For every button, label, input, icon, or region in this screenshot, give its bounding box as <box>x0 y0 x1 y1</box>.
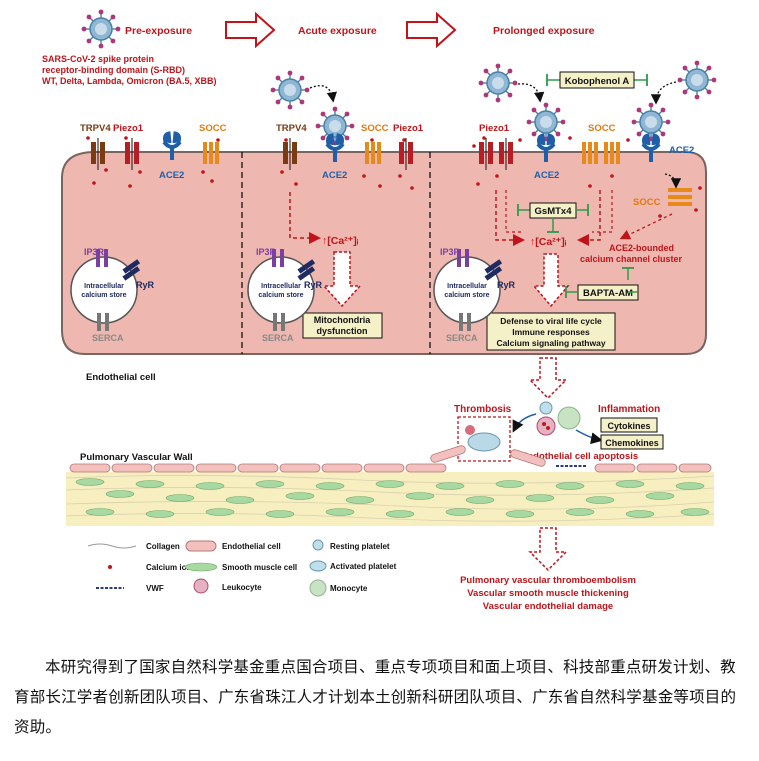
ace2-label: ACE2 <box>534 170 559 181</box>
outcome-line2: Vascular smooth muscle thickening <box>467 588 629 599</box>
ryr-label: RyR <box>304 280 323 290</box>
socc-channel-icon <box>604 142 620 164</box>
downstream-arrow <box>322 251 362 308</box>
ip3r-label: IP3R <box>84 247 105 257</box>
bapta-label: BAPTA-AM <box>583 288 633 299</box>
chemokines-label: Chemokines <box>605 438 659 448</box>
serca-label: SERCA <box>262 333 294 343</box>
outcome-line3: Vascular endothelial damage <box>483 601 613 612</box>
virus-icon <box>676 59 718 101</box>
cluster-line2: calcium channel cluster <box>580 254 683 264</box>
defense-box <box>486 312 616 351</box>
legend-monocyte: Monocyte <box>330 584 368 593</box>
virus-icon <box>314 105 356 147</box>
ip3r-label: IP3R <box>440 247 461 257</box>
downstream-arrow <box>528 357 568 400</box>
kobophenol-label: Kobophenol A <box>565 76 630 87</box>
socc-channel-icon <box>365 142 381 164</box>
downstream-arrow <box>532 253 570 308</box>
store-line2: calcium store <box>258 292 303 299</box>
stage-arrow-1 <box>225 11 276 49</box>
serca-label: SERCA <box>446 333 478 343</box>
legend-leukocyte: Leukocyte <box>222 583 262 592</box>
pathology-area: Thrombosis Inflammation Cytokines Chemok… <box>454 401 664 462</box>
ace2-label: ACE2 <box>669 145 694 156</box>
stage-pre-label: Pre-exposure <box>125 25 192 37</box>
vascular-wall: Pulmonary Vascular Wall <box>65 445 715 526</box>
piezo1-label: Piezo1 <box>393 123 424 134</box>
legend-calcium: Calcium ion <box>146 563 191 572</box>
endothelial-cell-label: Endothelial cell <box>86 372 156 383</box>
store-line1: Intracellular <box>84 283 124 290</box>
defense-line2: Immune responses <box>512 327 590 337</box>
ace2-label: ACE2 <box>159 170 184 181</box>
ryr-label: RyR <box>136 280 155 290</box>
socc-label: SOCC <box>199 123 227 134</box>
mito-line1: Mitochondria <box>314 315 371 325</box>
socc-label: SOCC <box>633 197 661 208</box>
outcome-arrow <box>528 527 568 572</box>
socc-label: SOCC <box>361 123 389 134</box>
gsmtx4-label: GsMTx4 <box>535 206 573 217</box>
stage-arrow-2 <box>406 11 457 49</box>
piezo1-label: Piezo1 <box>479 123 510 134</box>
defense-line3: Calcium signaling pathway <box>496 338 605 348</box>
ca-label: ↑[Ca²⁺]ᵢ <box>530 236 567 248</box>
virus-icon <box>269 69 311 111</box>
funding-caption: 本研究得到了国家自然科学基金重点国合项目、重点专项项目和面上项目、科技部重点研发… <box>14 658 737 736</box>
mito-line2: dysfunction <box>317 326 368 336</box>
inflammation-label: Inflammation <box>598 404 660 415</box>
legend-vwf: VWF <box>146 584 164 593</box>
thrombosis-label: Thrombosis <box>454 404 512 415</box>
stage-acute-label: Acute exposure <box>298 25 377 37</box>
mito-box <box>302 312 383 339</box>
socc-channel-icon <box>203 142 219 164</box>
srbd-line2: receptor-binding domain (S-RBD) <box>42 65 185 75</box>
legend-smooth: Smooth muscle cell <box>222 563 297 572</box>
legend-resting: Resting platelet <box>330 542 390 551</box>
virus-icon <box>477 62 519 104</box>
legend-endothelial: Endothelial cell <box>222 542 281 551</box>
srbd-line1: SARS-CoV-2 spike protein <box>42 54 154 64</box>
srbd-text: SARS-CoV-2 spike protein receptor-bindin… <box>42 54 217 86</box>
cytokines-label: Cytokines <box>607 421 650 431</box>
virus-icon <box>525 101 567 143</box>
cluster-line1: ACE2-bounded <box>609 243 674 253</box>
legend-collagen: Collagen <box>146 542 180 551</box>
socc-channel-icon <box>668 188 692 206</box>
virus-icon <box>80 8 122 50</box>
ryr-label: RyR <box>497 280 516 290</box>
serca-label: SERCA <box>92 333 124 343</box>
mechanism-diagram: Pre-exposure Acute exposure Prolonged ex… <box>42 8 718 612</box>
socc-channel-icon <box>582 142 598 164</box>
ace2-label: ACE2 <box>322 170 347 181</box>
ip3r-label: IP3R <box>256 247 277 257</box>
kobophenol-box <box>559 71 635 89</box>
piezo1-label: Piezo1 <box>113 123 144 134</box>
srbd-line3: WT, Delta, Lambda, Omicron (BA.5, XBB) <box>42 76 217 86</box>
panel-prolonged: Kobophenol A Piezo1 SOCC ACE2 ACE2 SOCC … <box>433 59 718 351</box>
trpv4-label: TRPV4 <box>80 123 111 134</box>
defense-line1: Defense to viral life cycle <box>500 316 602 326</box>
store-line1: Intracellular <box>261 283 301 290</box>
stage-prolonged-label: Prolonged exposure <box>493 25 595 37</box>
wall-band <box>66 472 714 526</box>
ca-label: ↑[Ca²⁺]ᵢ <box>322 235 359 247</box>
trpv4-label: TRPV4 <box>276 123 307 134</box>
wall-label: Pulmonary Vascular Wall <box>80 452 193 463</box>
legend-activated: Activated platelet <box>330 562 397 571</box>
store-line1: Intracellular <box>447 283 487 290</box>
panel-pre: TRPV4 Piezo1 SOCC ACE2 IP3R RyR Intracel… <box>70 123 227 343</box>
stage-row: Pre-exposure Acute exposure Prolonged ex… <box>80 8 595 50</box>
apoptosis-label: Endothelial cell apoptosis <box>521 451 638 462</box>
outcomes: Pulmonary vascular thromboembolism Vascu… <box>460 575 636 612</box>
store-line2: calcium store <box>444 292 489 299</box>
socc-label: SOCC <box>588 123 616 134</box>
store-line2: calcium store <box>81 292 126 299</box>
outcome-line1: Pulmonary vascular thromboembolism <box>460 575 636 586</box>
virus-icon <box>630 101 672 143</box>
panel-acute: TRPV4 SOCC Piezo1 ACE2 ↑[Ca²⁺]ᵢ Mitochon… <box>247 69 424 343</box>
legend: Collagen Endothelial cell Resting platel… <box>87 539 397 597</box>
